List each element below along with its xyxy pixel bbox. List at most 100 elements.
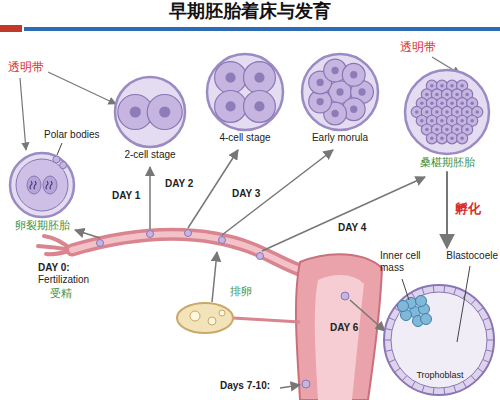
leader-line bbox=[57, 143, 62, 155]
blastomere bbox=[243, 62, 275, 94]
cell-nucleus bbox=[420, 101, 424, 105]
cell-nucleus bbox=[336, 88, 343, 95]
cell-nucleus bbox=[415, 110, 419, 114]
embryo-picture bbox=[113, 75, 187, 149]
embryo-dot bbox=[147, 231, 154, 238]
trophoblast-cell-wall bbox=[395, 368, 401, 372]
leader-line bbox=[457, 266, 470, 342]
day-arrow bbox=[149, 167, 151, 229]
day-arrow bbox=[262, 177, 425, 251]
part-label: Blastocoele bbox=[446, 250, 498, 262]
trophoblast-cell-wall bbox=[478, 308, 484, 312]
blastocyst-group bbox=[384, 266, 494, 395]
day-arrow bbox=[280, 385, 300, 388]
blastomere bbox=[215, 62, 247, 94]
cell-nucleus bbox=[425, 110, 429, 114]
annotation-label: DAY 0: bbox=[38, 262, 70, 274]
trophoblast-cell-wall bbox=[487, 340, 494, 341]
blastomere bbox=[446, 133, 457, 144]
cell-nucleus bbox=[440, 101, 444, 105]
embryo-dot bbox=[341, 292, 349, 300]
blastomere bbox=[147, 95, 182, 130]
embryo-stage: 卵裂期胚胎 bbox=[6, 151, 78, 232]
cell-nucleus bbox=[316, 79, 323, 86]
trophoblast-cell-wall bbox=[483, 318, 489, 321]
embryo-dot bbox=[97, 240, 104, 247]
polar-body bbox=[53, 156, 60, 163]
trophoblast-cell-wall bbox=[454, 386, 456, 393]
embryo-stage: 4-cell stage bbox=[203, 52, 287, 144]
stage-label: 卵裂期胚胎 bbox=[6, 219, 78, 232]
cell-nucleus bbox=[430, 119, 434, 123]
annotation-label: DAY 6 bbox=[330, 322, 358, 334]
cell-nucleus bbox=[425, 128, 429, 132]
inner-cell-mass-cell bbox=[398, 301, 409, 312]
cell-nucleus bbox=[445, 93, 449, 97]
cell-nucleus bbox=[440, 84, 444, 88]
cell-nucleus bbox=[445, 128, 449, 132]
inner-cell-mass-cell bbox=[416, 296, 427, 307]
cell-nucleus bbox=[470, 119, 474, 123]
blastomere bbox=[215, 90, 247, 122]
cell-nucleus bbox=[254, 101, 264, 111]
day-arrow bbox=[188, 150, 238, 228]
polar-body bbox=[60, 162, 67, 169]
cell-nucleus bbox=[331, 67, 338, 74]
zona-pellucida bbox=[207, 54, 283, 130]
embryo-group bbox=[405, 70, 489, 154]
trophoblast-cell-wall bbox=[402, 376, 407, 381]
cell-nucleus bbox=[460, 137, 464, 141]
cell-nucleus bbox=[470, 101, 474, 105]
day-arrow bbox=[222, 150, 333, 235]
cell-nucleus bbox=[440, 119, 444, 123]
annotation-label: Days 7-10: bbox=[220, 380, 270, 392]
trophoblast-cell-wall bbox=[471, 376, 476, 381]
cell-nucleus bbox=[225, 101, 235, 111]
cell-nucleus bbox=[430, 84, 434, 88]
implantation-dot bbox=[302, 380, 310, 388]
chromosome bbox=[34, 181, 36, 189]
cell-nucleus bbox=[225, 72, 235, 82]
hatching-arrow bbox=[446, 171, 448, 248]
embryo-stage: 2-cell stage bbox=[111, 75, 189, 161]
trophoblast-cell-wall bbox=[444, 285, 446, 292]
trophoblast-cell-wall bbox=[422, 386, 424, 393]
trophoblast-cell-wall bbox=[486, 329, 493, 330]
cell-nucleus bbox=[130, 106, 141, 117]
blastocyst-outline bbox=[384, 285, 494, 395]
embryo-stage: 桑椹期胚胎 bbox=[401, 68, 493, 169]
ovarian-ligament bbox=[233, 318, 300, 322]
cell-nucleus bbox=[450, 84, 454, 88]
edge-label: 孵化 bbox=[454, 201, 482, 217]
cell-nucleus bbox=[435, 128, 439, 132]
annotation-label: DAY 3 bbox=[232, 188, 260, 200]
zona-pellucida bbox=[10, 153, 74, 217]
cell-nucleus bbox=[440, 137, 444, 141]
trophoblast-cell-wall bbox=[385, 350, 392, 351]
oviduct-lumen bbox=[72, 234, 305, 272]
cell-nucleus bbox=[430, 137, 434, 141]
pronucleus bbox=[27, 176, 41, 194]
chromosome bbox=[46, 181, 48, 189]
cell-nucleus bbox=[455, 110, 459, 114]
cell-nucleus bbox=[358, 88, 365, 95]
zygote-cell bbox=[16, 159, 68, 211]
embryo-picture bbox=[8, 151, 76, 219]
annotation-label: DAY 1 bbox=[112, 190, 140, 202]
trophoblast-cell-wall bbox=[454, 288, 456, 295]
stage-label: 4-cell stage bbox=[203, 132, 287, 144]
cell-nucleus bbox=[159, 106, 170, 117]
trophoblast-cell-wall bbox=[433, 285, 435, 292]
trophoblast-cell-wall bbox=[471, 299, 476, 304]
blastomere bbox=[342, 63, 365, 86]
cell-nucleus bbox=[430, 101, 434, 105]
embryo-dot bbox=[257, 253, 264, 260]
trophoblast-cell-wall bbox=[412, 382, 416, 388]
cell-nucleus bbox=[254, 72, 264, 82]
trophoblast-cell-wall bbox=[433, 388, 435, 395]
trophoblast-cell-wall bbox=[384, 340, 391, 341]
blastomere bbox=[426, 133, 437, 144]
trophoblast-cell-wall bbox=[486, 350, 493, 351]
pointer-arrow bbox=[20, 78, 26, 150]
